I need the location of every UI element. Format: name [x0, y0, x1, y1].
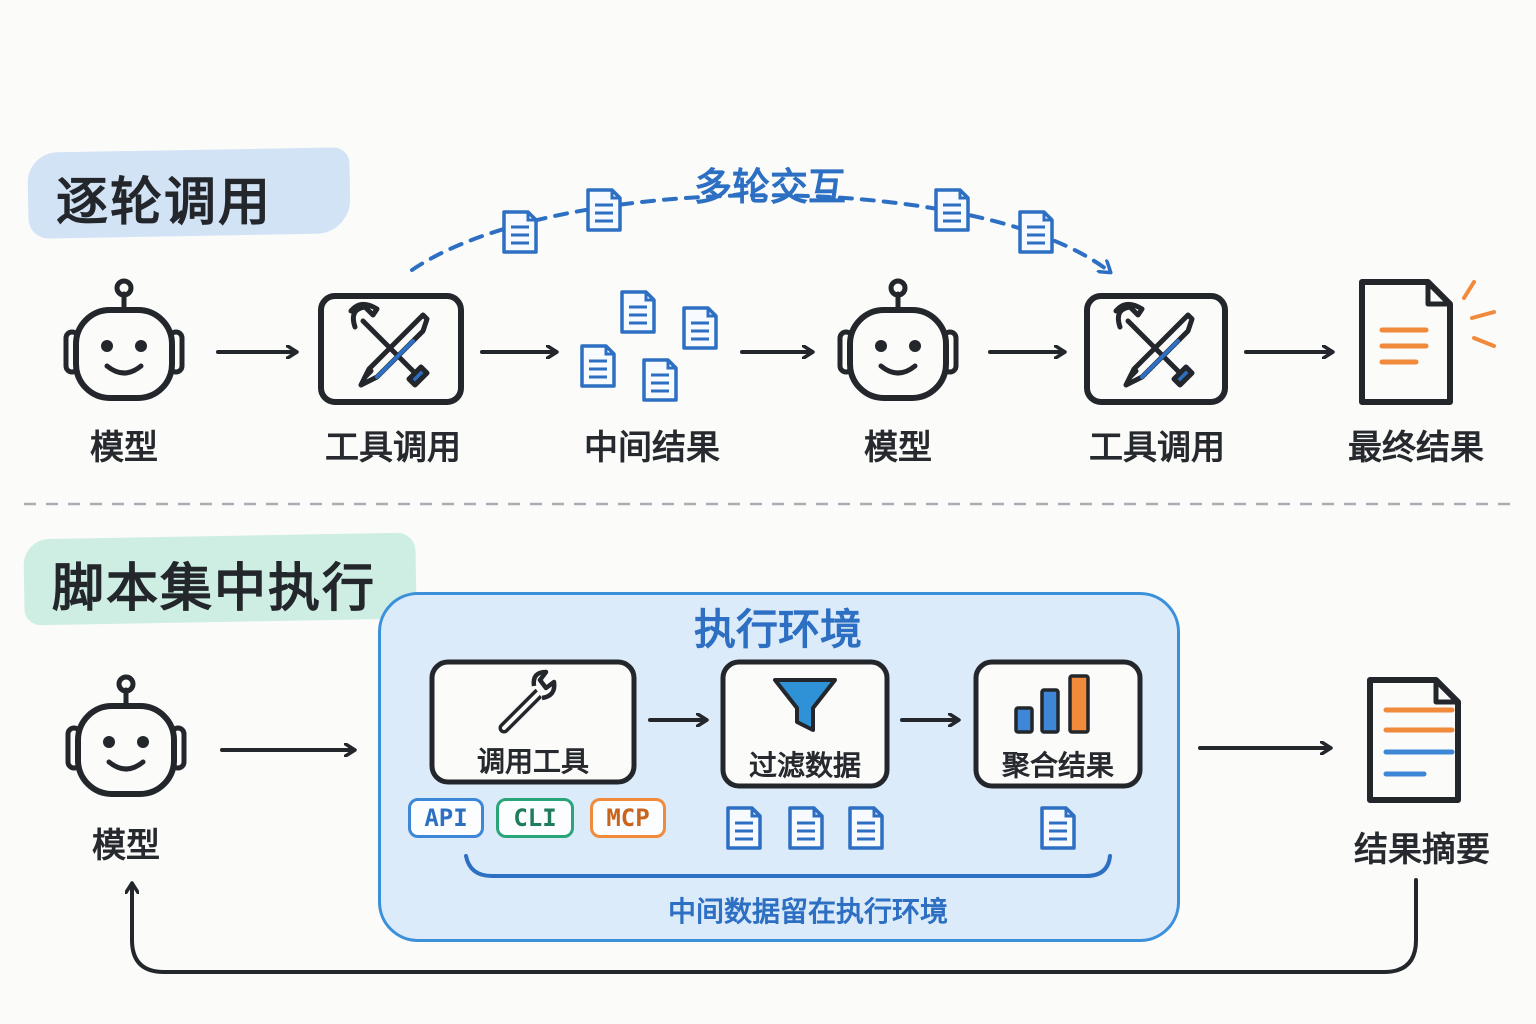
arc-doc-icon [586, 188, 622, 232]
robot-icon [68, 677, 184, 794]
model-label: 模型 [92, 826, 160, 866]
arc-doc-icon [934, 188, 970, 232]
env-note: 中间数据留在执行环境 [667, 895, 949, 928]
output-label: 结果摘要 [1354, 830, 1490, 870]
node-label: 工具调用 [325, 428, 461, 468]
step-label: 聚合结果 [1001, 749, 1115, 782]
section-title-round-by-round: 逐轮调用 [56, 173, 273, 233]
tool-type-mcp: MCP [590, 798, 666, 838]
doc-icon [620, 290, 656, 334]
doc-icon [1040, 806, 1076, 850]
doc-icon [682, 306, 718, 350]
node-label: 模型 [864, 428, 932, 468]
robot-icon [840, 281, 956, 398]
doc-icon [788, 806, 824, 850]
doc-icon [848, 806, 884, 850]
final-result-document-icon [1362, 282, 1496, 402]
robot-icon [66, 281, 182, 398]
env-bracket [464, 854, 1112, 878]
step-label: 调用工具 [476, 745, 590, 778]
funnel-icon [773, 678, 837, 732]
tool-type-cli: CLI [496, 798, 574, 838]
doc-icon [642, 358, 678, 402]
step-label: 过滤数据 [748, 749, 862, 782]
tool-type-api: API [408, 798, 484, 838]
doc-icon [726, 806, 762, 850]
section-title-script-execution: 脚本集中执行 [52, 559, 377, 619]
summary-document-icon [1370, 680, 1458, 800]
node-label: 最终结果 [1348, 428, 1484, 468]
multi-round-label: 多轮交互 [693, 165, 847, 209]
return-loop-arrow [132, 878, 1418, 974]
wrench-icon [498, 669, 557, 734]
step-box-call-tool [429, 659, 637, 785]
node-label: 中间结果 [584, 428, 720, 468]
arc-doc-icon [502, 210, 538, 254]
bar-chart-icon [1014, 674, 1090, 734]
node-label: 工具调用 [1089, 428, 1225, 468]
arc-doc-icon [1018, 210, 1054, 254]
doc-icon [580, 344, 616, 388]
env-title: 执行环境 [693, 605, 863, 654]
node-label: 模型 [90, 428, 158, 468]
